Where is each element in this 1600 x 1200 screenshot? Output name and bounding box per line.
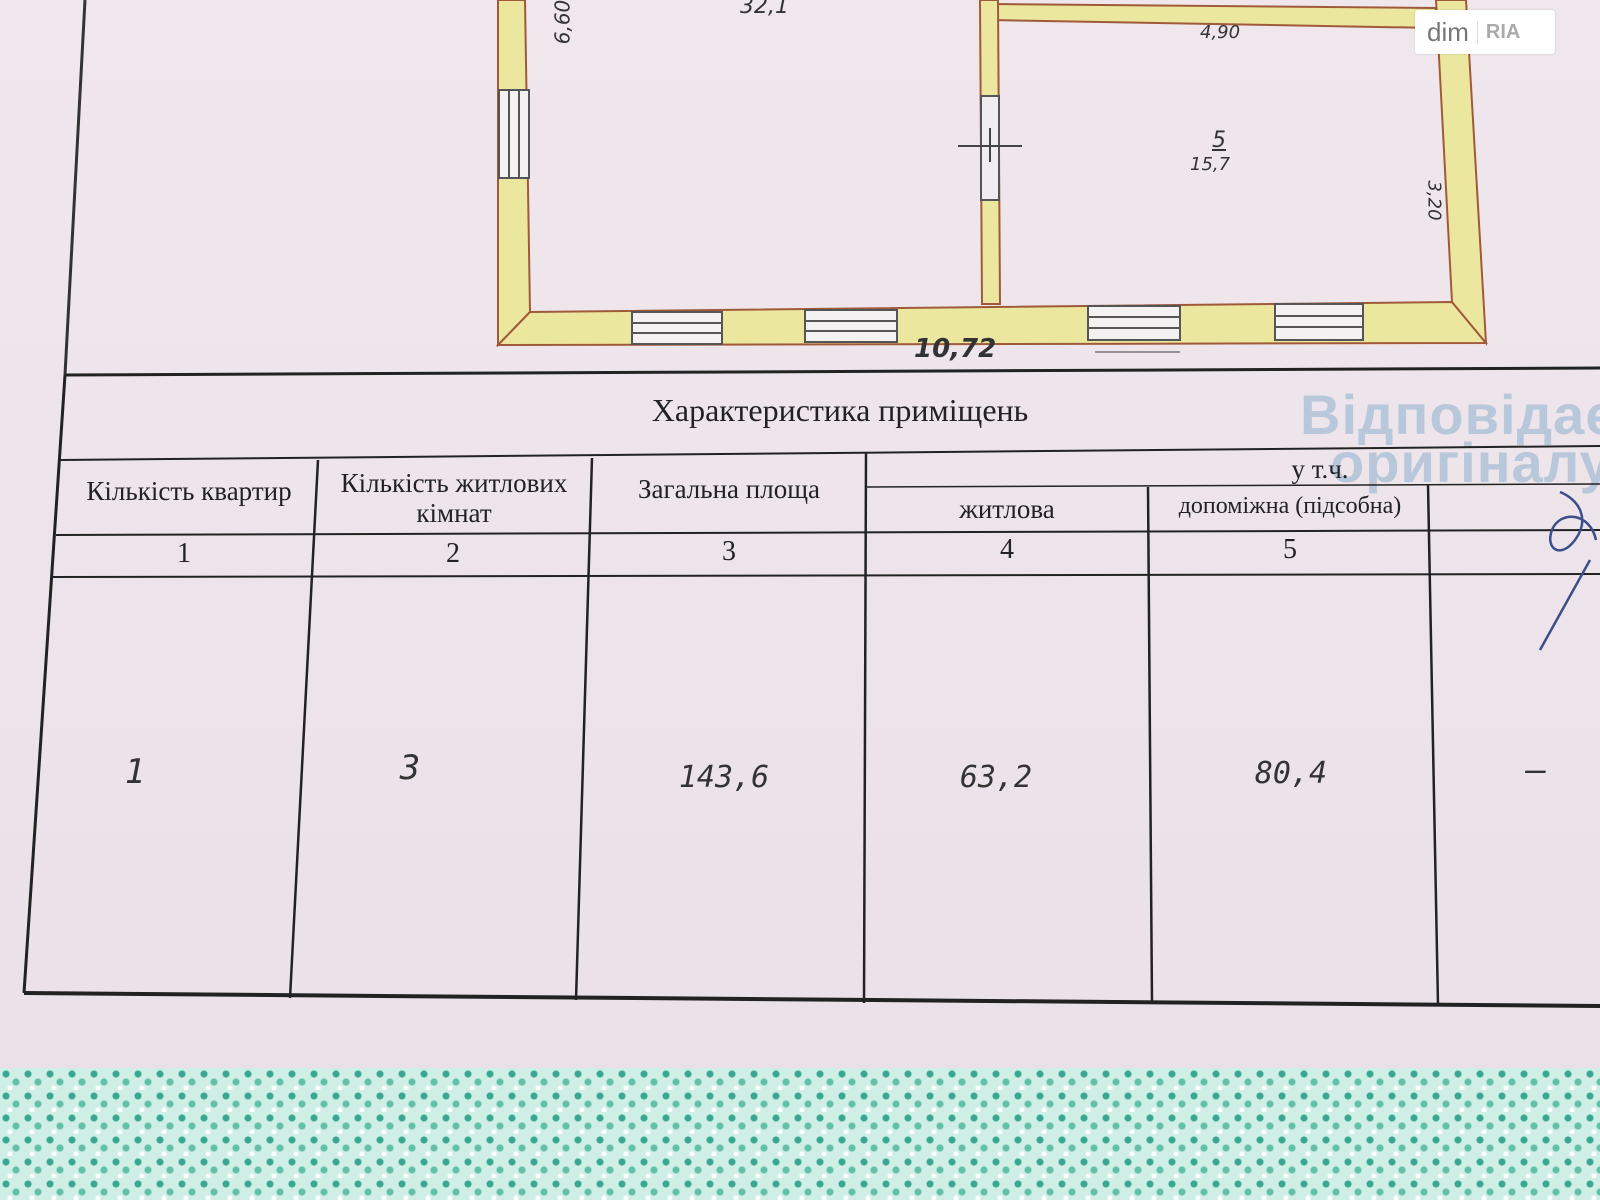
tablecloth-background <box>0 1068 1600 1200</box>
value-extra: — <box>1525 750 1547 790</box>
table-title: Характеристика приміщень <box>651 392 1029 428</box>
stamp-line-1: Відповідає <box>1300 383 1600 446</box>
bottom-wall-dimension: 10,72 <box>914 334 997 364</box>
right-room-area: 15,7 <box>1190 154 1231 175</box>
column-number-4: 4 <box>1000 534 1014 565</box>
header-rooms-line2: кімнат <box>416 498 492 528</box>
watermark-logo: dim RIA <box>1415 10 1555 54</box>
header-rooms-line1: Кількість житлових <box>340 468 568 498</box>
watermark-sub: RIA <box>1476 20 1520 44</box>
value-auxiliary: 80,4 <box>1254 756 1328 791</box>
table-grid <box>22 366 1600 1008</box>
header-auxiliary: допоміжна (підсобна) <box>1178 493 1402 519</box>
column-number-1: 1 <box>177 538 191 569</box>
column-number-5: 5 <box>1283 534 1297 565</box>
signature-mark <box>1538 490 1598 651</box>
top-partition-dimension: 4,90 <box>1200 22 1241 43</box>
value-living: 63,2 <box>959 760 1033 795</box>
column-number-2: 2 <box>446 538 460 569</box>
header-living: житлова <box>959 494 1055 524</box>
value-rooms: 3 <box>399 748 421 788</box>
document-sheet: 6,60 32,1 4,90 5 15,7 3,20 10,72 Відпові… <box>0 0 1600 1068</box>
value-apartments: 1 <box>124 752 146 792</box>
header-group: у т.ч. <box>1291 454 1349 484</box>
watermark-brand: dim <box>1427 16 1469 47</box>
header-apartments: Кількість квартир <box>86 476 292 506</box>
value-total-area: 143,6 <box>678 760 770 795</box>
left-room-area: 32,1 <box>740 0 789 19</box>
floor-plan-drawing <box>63 0 1489 376</box>
column-number-3: 3 <box>722 536 736 567</box>
header-total-area: Загальна площа <box>638 474 820 504</box>
right-room-number: 5 <box>1212 128 1226 153</box>
